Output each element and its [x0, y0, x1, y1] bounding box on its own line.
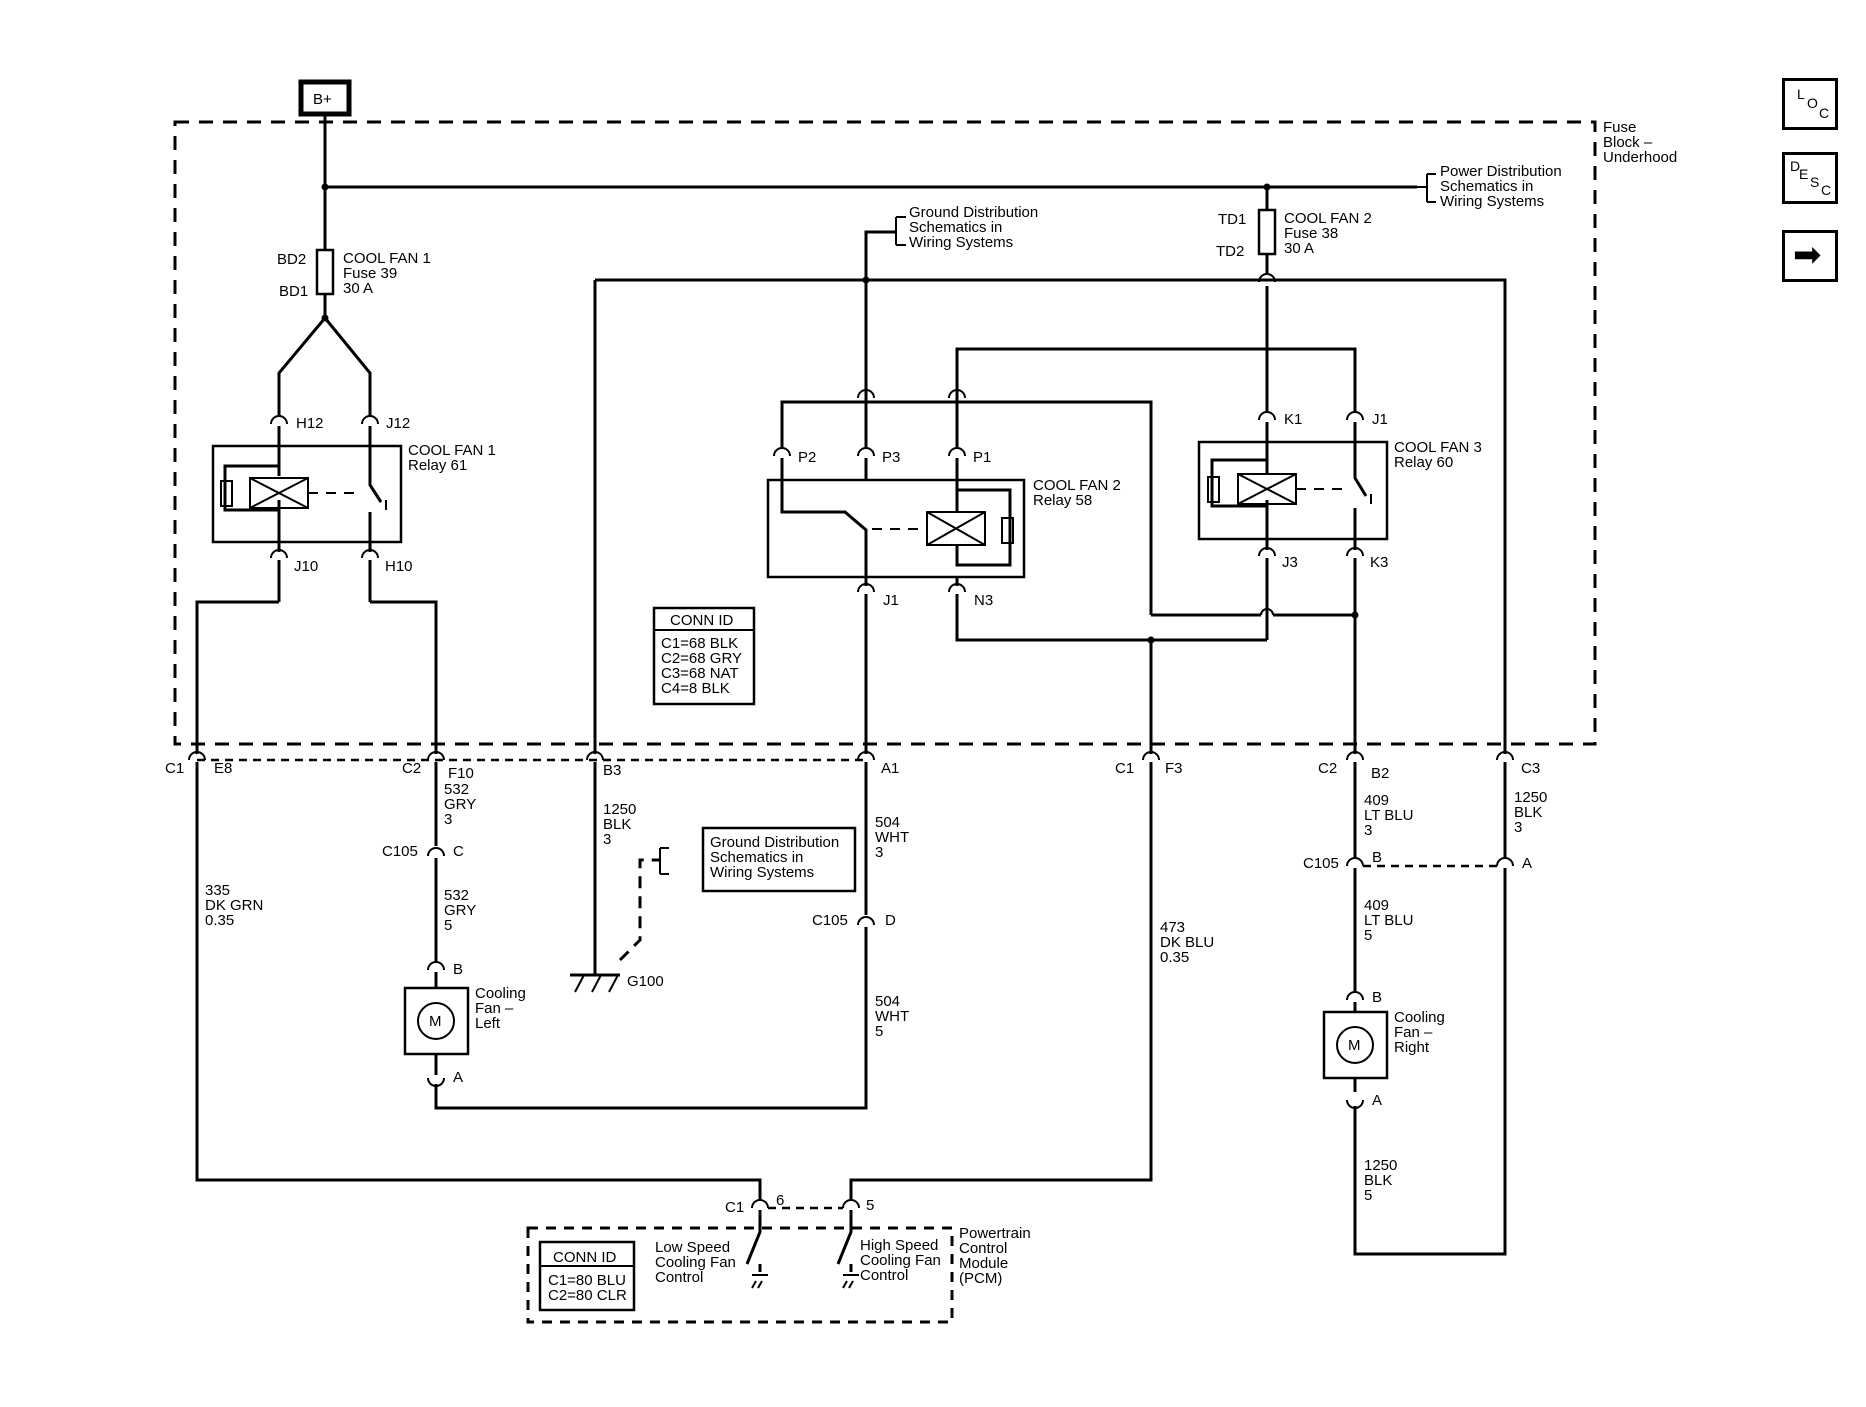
cooling-fan-left: [403, 986, 470, 1056]
conn-c1-e8: C1: [165, 760, 184, 777]
relay-58-pin-n3: N3: [974, 592, 993, 609]
svg-text:M: M: [429, 1013, 442, 1030]
svg-text:B: B: [453, 961, 463, 978]
svg-text:A: A: [453, 1069, 463, 1086]
conn-c2-f10: C2: [402, 760, 421, 777]
conn-a1: A1: [881, 760, 899, 777]
fuse-block-outline: [173, 120, 1597, 746]
svg-text:M: M: [1348, 1037, 1361, 1054]
motor-left-icon: [417, 1002, 455, 1040]
svg-text:6: 6: [776, 1192, 784, 1209]
relay-60-pin-j3: J3: [1282, 554, 1298, 571]
conn-c2-b2: C2: [1318, 760, 1337, 777]
conn-id-fuse-block: [652, 606, 756, 706]
fuse-38-pin-top: TD1: [1218, 211, 1246, 228]
desc-button[interactable]: D E S C: [1782, 152, 1838, 204]
relay-61-pin-j12: J12: [386, 415, 410, 432]
relay-61-pin-h12: H12: [296, 415, 324, 432]
conn-id-pcm-title: CONN ID: [553, 1249, 617, 1266]
relay-58-pin-p1: P1: [973, 449, 991, 466]
pcm-conn-5: 5: [866, 1197, 874, 1214]
conn-id-fuse-block-title: CONN ID: [670, 612, 734, 629]
relay-58-pin-p3: P3: [882, 449, 900, 466]
relay-61-pin-h10: H10: [385, 558, 413, 575]
relay-61-pin-j10: J10: [294, 558, 318, 575]
conn-c1-f3: C1: [1115, 760, 1134, 777]
relay-60-pin-k1: K1: [1284, 411, 1302, 428]
svg-text:B2: B2: [1371, 765, 1389, 782]
conn-c105-c: C105: [382, 843, 418, 860]
fuse-39-pin-bottom: BD1: [279, 283, 308, 300]
location-icon: L O C: [1797, 86, 1830, 121]
relay-60-pin-j1: J1: [1372, 411, 1388, 428]
conn-c105-b: C105: [1303, 855, 1339, 872]
relay-60: [1197, 440, 1389, 541]
svg-text:F3: F3: [1165, 760, 1183, 777]
fuse-39-pin-top: BD2: [277, 251, 306, 268]
conn-c105-a: A: [1522, 855, 1532, 872]
relay-60-resistor: [1207, 476, 1220, 503]
svg-text:C: C: [453, 843, 464, 860]
relay-58-resistor: [1001, 517, 1014, 544]
relay-58-pin-p2: P2: [798, 449, 816, 466]
fuse-38-pin-bottom: TD2: [1216, 243, 1244, 260]
conn-c105-d: C105: [812, 912, 848, 929]
next-button[interactable]: ➡: [1782, 230, 1838, 282]
fuse-38: [1257, 208, 1277, 256]
power-distribution-bracket: [1417, 173, 1436, 203]
conn-id-pcm: [538, 1240, 636, 1312]
ground-distribution-mid: [701, 826, 857, 893]
pcm-outline: [526, 1226, 954, 1324]
fuse-39: [315, 248, 335, 296]
pcm-conn-c1: C1: [725, 1199, 744, 1216]
loc-button[interactable]: L O C: [1782, 78, 1838, 130]
relay-60-pin-k3: K3: [1370, 554, 1388, 571]
motor-right-icon: [1336, 1026, 1374, 1064]
relay-58-pin-j1: J1: [883, 592, 899, 609]
ground-g100: G100: [627, 973, 664, 990]
relay-61-resistor: [220, 480, 233, 507]
svg-text:A: A: [1372, 1092, 1382, 1109]
svg-text:B: B: [1372, 849, 1382, 866]
svg-text:B: B: [1372, 989, 1382, 1006]
battery-label: B+: [313, 91, 332, 108]
svg-text:D: D: [885, 912, 896, 929]
svg-text:F10: F10: [448, 765, 474, 782]
arrow-right-icon: ➡: [1793, 235, 1822, 275]
conn-b3: B3: [603, 762, 621, 779]
description-icon: D E S C: [1790, 158, 1832, 198]
conn-c3: C3: [1521, 760, 1540, 777]
svg-text:E8: E8: [214, 760, 232, 777]
